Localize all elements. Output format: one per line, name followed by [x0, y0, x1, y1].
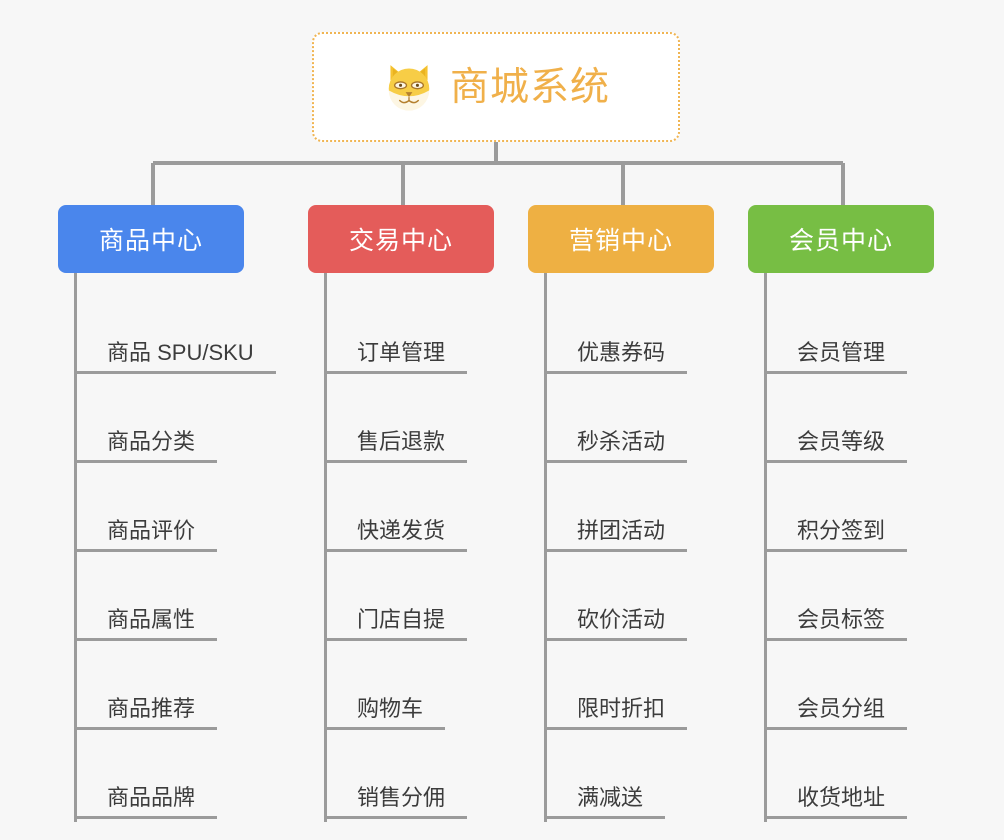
item-label: 积分签到 — [767, 518, 908, 552]
item-label: 购物车 — [327, 696, 446, 730]
branch-marketing-center: 营销中心 优惠券码 秒杀活动 拼团活动 砍价活动 限时折扣 满减送 — [528, 205, 714, 822]
list-item[interactable]: 积分签到 — [767, 466, 934, 555]
item-list-marketing-center: 优惠券码 秒杀活动 拼团活动 砍价活动 限时折扣 满减送 — [544, 273, 714, 822]
item-label: 售后退款 — [327, 429, 468, 463]
list-item[interactable]: 商品属性 — [77, 555, 276, 644]
item-list-member-center: 会员管理 会员等级 积分签到 会员标签 会员分组 收货地址 — [764, 273, 934, 822]
item-label: 商品推荐 — [77, 696, 218, 730]
item-label: 商品评价 — [77, 518, 218, 552]
item-label: 收货地址 — [767, 785, 908, 819]
category-header-member-center[interactable]: 会员中心 — [748, 205, 934, 273]
list-item[interactable]: 砍价活动 — [547, 555, 714, 644]
branch-trade-center: 交易中心 订单管理 售后退款 快递发货 门店自提 购物车 销售分佣 — [308, 205, 494, 822]
list-item[interactable]: 商品品牌 — [77, 733, 276, 822]
item-label: 秒杀活动 — [547, 429, 688, 463]
item-list-product-center: 商品 SPU/SKU 商品分类 商品评价 商品属性 商品推荐 商品品牌 — [74, 273, 276, 822]
list-item[interactable]: 售后退款 — [327, 377, 494, 466]
item-label: 订单管理 — [327, 340, 468, 374]
list-item[interactable]: 限时折扣 — [547, 644, 714, 733]
item-label: 优惠券码 — [547, 340, 688, 374]
item-label: 商品品牌 — [77, 785, 218, 819]
branch-product-center: 商品中心 商品 SPU/SKU 商品分类 商品评价 商品属性 商品推荐 商品品牌 — [58, 205, 276, 822]
category-title: 商品中心 — [98, 227, 203, 255]
item-label: 砍价活动 — [547, 607, 688, 641]
item-label: 快递发货 — [327, 518, 468, 552]
item-label: 会员分组 — [767, 696, 908, 730]
list-item[interactable]: 会员管理 — [767, 288, 934, 377]
item-label: 满减送 — [547, 785, 666, 819]
category-title: 营销中心 — [568, 227, 673, 255]
item-label: 会员标签 — [767, 607, 908, 641]
category-title: 会员中心 — [788, 227, 893, 255]
item-label: 限时折扣 — [547, 696, 688, 730]
root-title: 商城系统 — [449, 65, 610, 109]
list-item[interactable]: 快递发货 — [327, 466, 494, 555]
category-header-marketing-center[interactable]: 营销中心 — [528, 205, 714, 273]
list-item[interactable]: 商品推荐 — [77, 644, 276, 733]
branch-member-center: 会员中心 会员管理 会员等级 积分签到 会员标签 会员分组 收货地址 — [748, 205, 934, 822]
category-header-product-center[interactable]: 商品中心 — [58, 205, 244, 273]
list-item[interactable]: 商品分类 — [77, 377, 276, 466]
list-item[interactable]: 会员标签 — [767, 555, 934, 644]
item-label: 拼团活动 — [547, 518, 688, 552]
list-item[interactable]: 满减送 — [547, 733, 714, 822]
shiba-dog-face-icon — [388, 65, 430, 111]
item-label: 销售分佣 — [327, 785, 468, 819]
item-label: 商品 SPU/SKU — [77, 340, 276, 374]
root-node[interactable]: 商城系统 — [312, 32, 680, 142]
item-label: 会员等级 — [767, 429, 908, 463]
list-item[interactable]: 销售分佣 — [327, 733, 494, 822]
list-item[interactable]: 会员分组 — [767, 644, 934, 733]
list-item[interactable]: 秒杀活动 — [547, 377, 714, 466]
category-header-trade-center[interactable]: 交易中心 — [308, 205, 494, 273]
list-item[interactable]: 商品评价 — [77, 466, 276, 555]
item-label: 会员管理 — [767, 340, 908, 374]
list-item[interactable]: 优惠券码 — [547, 288, 714, 377]
item-list-trade-center: 订单管理 售后退款 快递发货 门店自提 购物车 销售分佣 — [324, 273, 494, 822]
list-item[interactable]: 订单管理 — [327, 288, 494, 377]
list-item[interactable]: 拼团活动 — [547, 466, 714, 555]
item-label: 门店自提 — [327, 607, 468, 641]
category-title: 交易中心 — [348, 227, 453, 255]
item-label: 商品分类 — [77, 429, 218, 463]
list-item[interactable]: 会员等级 — [767, 377, 934, 466]
list-item[interactable]: 商品 SPU/SKU — [77, 288, 276, 377]
list-item[interactable]: 收货地址 — [767, 733, 934, 822]
list-item[interactable]: 门店自提 — [327, 555, 494, 644]
list-item[interactable]: 购物车 — [327, 644, 494, 733]
item-label: 商品属性 — [77, 607, 218, 641]
